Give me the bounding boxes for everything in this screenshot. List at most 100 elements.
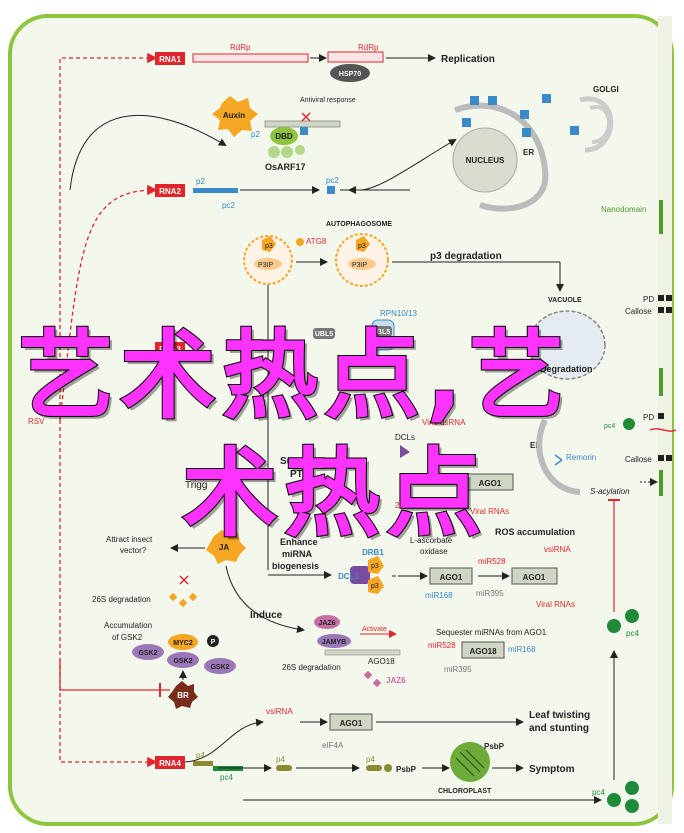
p3-degradation-label: p3 degradation <box>430 251 502 262</box>
rsv-to-rna4-path <box>59 420 158 768</box>
dbd-label: DBD <box>275 132 293 141</box>
sirna-label: 21-nt siRNA <box>395 501 439 510</box>
oxidase-label: oxidase <box>420 547 448 556</box>
rpn-label: RPN10/13 <box>380 309 417 318</box>
cross-icon <box>301 112 311 122</box>
enhance-label-2: miRNA <box>282 549 313 559</box>
leaf-twisting-label-2: and stunting <box>529 723 589 734</box>
p2-label-b: p2 <box>196 177 205 186</box>
p4-label-a: p4 <box>196 751 205 760</box>
er-membrane-mid <box>536 418 581 495</box>
s-acylation-label: S-acylation <box>590 487 630 496</box>
jaz6-label-a: JAZ6 <box>318 620 335 627</box>
pc2-label-b: pc2 <box>326 176 339 185</box>
p3-label-a: p3 <box>265 243 273 250</box>
rna2-label: RNA2 <box>159 187 181 196</box>
ja-shape <box>206 530 246 564</box>
br-label: BR <box>177 691 189 700</box>
atg8-label: ATG8 <box>306 237 327 246</box>
ago1-box-a <box>467 473 514 491</box>
ago1-box-d <box>329 713 373 731</box>
rsv-to-rna2-path <box>59 184 158 421</box>
er-label-mid: ER <box>530 441 541 450</box>
pc4-label-a: pc4 <box>604 423 615 430</box>
l-ascorbate-label: L-ascorbate <box>410 536 453 545</box>
dcl1-label: DCL1 <box>338 572 359 581</box>
p3-label-b: p3 <box>358 243 366 250</box>
rna4-box <box>155 756 185 769</box>
pd-label-1: PD <box>643 295 654 304</box>
ago18-box-b <box>461 641 505 659</box>
ago1-box-b <box>429 567 473 585</box>
golgi-label: GOLGI <box>593 85 619 94</box>
pc4-label-b: pc4 <box>626 629 639 638</box>
ago1-label-b: AGO1 <box>440 573 463 582</box>
replication-label: Replication <box>441 54 495 65</box>
mir395-label-a: miR395 <box>476 589 504 598</box>
attract-label-1: Attract insect <box>106 535 153 544</box>
psbp-label-a: PsbP <box>396 765 417 774</box>
pc4-label-d: pc4 <box>220 773 233 782</box>
vsirna-label-a: vsiRNA <box>544 545 571 554</box>
ubl5-label-a: UBL5 <box>315 331 333 338</box>
ago1-label-c: AGO1 <box>523 573 546 582</box>
ja-label: JA <box>219 543 229 552</box>
mir528-label-a: miR528 <box>478 557 506 566</box>
vacuole-shape <box>528 310 606 380</box>
leaf-twisting-label-1: Leaf twisting <box>529 710 590 721</box>
ago18-label-b: AGO18 <box>469 647 497 656</box>
symptom-label: Symptom <box>529 764 575 775</box>
dcls-label: DCLs <box>395 433 415 442</box>
supp-label: Supp <box>280 456 305 467</box>
cell-wall <box>8 14 674 826</box>
attract-label-2: vector? <box>120 546 147 555</box>
mir528-label-b: miR528 <box>428 641 456 650</box>
callose-label-1: Callose <box>625 307 652 316</box>
autophagosome-label: AUTOPHAGOSOME <box>326 221 392 228</box>
deg26s-label-2: 26S degradation <box>282 663 341 672</box>
p3-label-c: p3 <box>371 563 379 570</box>
er-label-top: ER <box>523 148 534 157</box>
drb1-label: DRB1 <box>362 548 384 557</box>
pc4-label-c: pc4 <box>615 435 617 437</box>
rdrp-label-2: RdRp <box>358 43 379 52</box>
gsk2-label-c: GSK2 <box>210 664 229 671</box>
p3-label-d: p3 <box>371 583 379 590</box>
golgi-stack <box>579 96 614 153</box>
pc4-label-e: pc4 <box>592 788 605 797</box>
pc2-label-a: pc2 <box>222 201 235 210</box>
rna3-label: RNA3 <box>159 345 181 354</box>
myc2-label: MYC2 <box>173 640 193 647</box>
trigger-label: Trigg <box>185 480 207 491</box>
jamyb-label: JAMYB <box>322 639 347 646</box>
rna4-label: RNA4 <box>159 759 181 768</box>
rsv-br-inhibit <box>59 660 170 691</box>
accumulation-label-2: of GSK2 <box>112 633 143 642</box>
ago1-label-d: AGO1 <box>340 719 363 728</box>
induce-label: Induce <box>250 610 283 621</box>
p2-label-a: p2 <box>251 130 260 139</box>
rna2-box <box>155 184 185 197</box>
mir395-label-b: miR395 <box>444 665 472 674</box>
accumulation-label-1: Accumulation <box>104 621 152 630</box>
gsk2-label-b: GSK2 <box>173 658 192 665</box>
ros-label: ROS accumulation <box>495 527 575 537</box>
ptg-label: PTG <box>290 469 311 480</box>
rsv-to-rna1-path <box>59 52 158 420</box>
nucleus-shape <box>452 127 518 193</box>
viral-dsrna-label: Viral dsRNA <box>422 418 466 427</box>
ago1-label-a: AGO1 <box>479 479 502 488</box>
pc2-blue-markers <box>462 94 579 137</box>
pd-label-2: PD <box>643 413 654 422</box>
hsp70-shape <box>330 64 370 82</box>
p3ip-label-a: P3IP <box>258 262 274 269</box>
remorin-icon <box>554 454 563 466</box>
ago18-label-a: AGO18 <box>368 657 395 666</box>
enhance-label-1: Enhance <box>280 537 318 547</box>
jaz6-label-b: JAZ6 <box>386 676 406 685</box>
elf4a-label: eIF4A <box>322 741 344 750</box>
hsp70-label: HSP70 <box>339 71 361 78</box>
remorin-label: Remorin <box>566 453 596 462</box>
